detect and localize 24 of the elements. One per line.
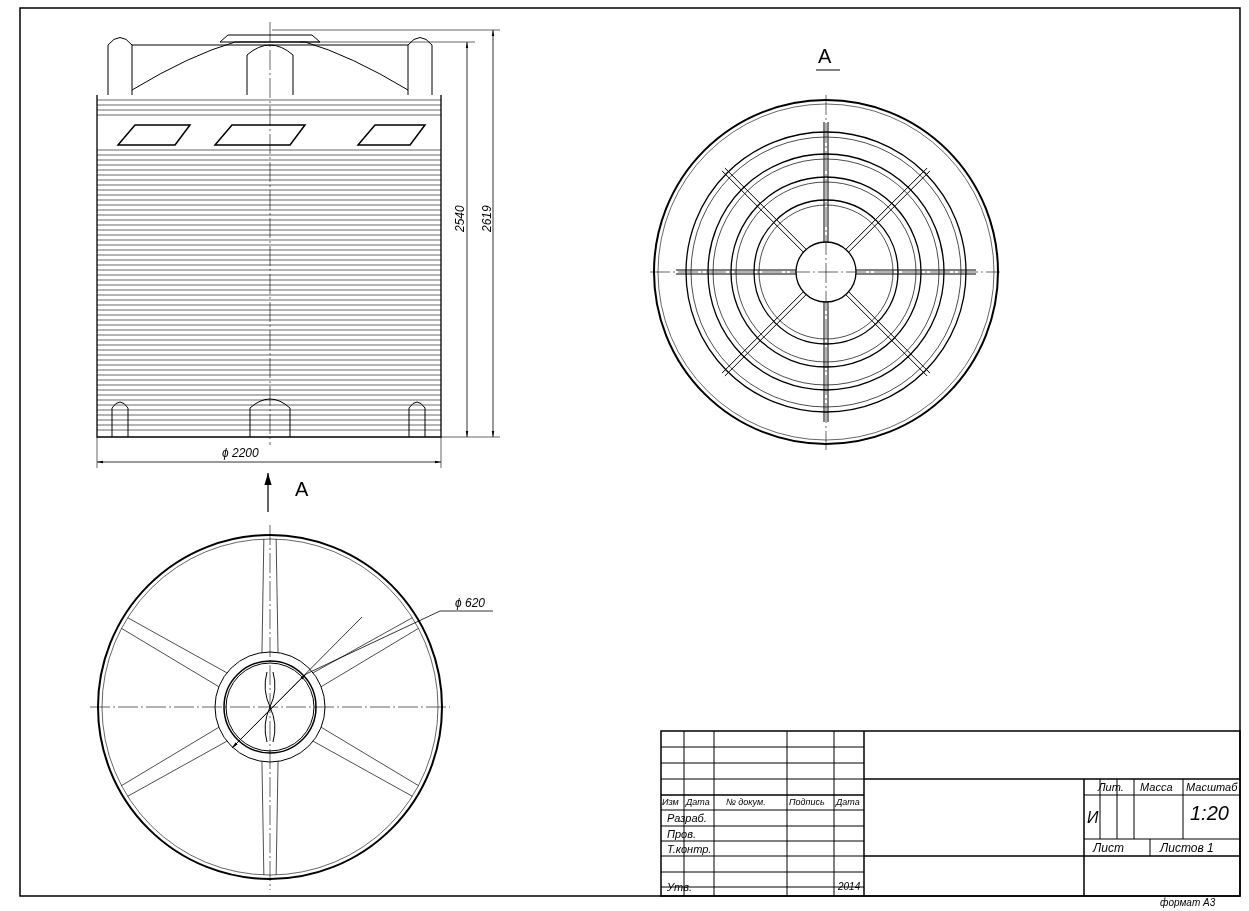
sheet-format-note: формат А3 xyxy=(1160,897,1216,909)
dimension-value: ϕ 2200 xyxy=(222,446,259,460)
column-header: Дата xyxy=(686,797,710,808)
column-header: Лист xyxy=(1093,841,1124,855)
column-header: Масштаб xyxy=(1186,781,1238,794)
column-header: Лит. xyxy=(1098,781,1124,794)
dimension-value: ϕ 620 xyxy=(455,596,486,610)
column-header: Дата xyxy=(836,797,860,808)
column-header: Листов 1 xyxy=(1160,841,1214,855)
view-label: А xyxy=(818,45,832,67)
row-header: Т.контр. xyxy=(667,843,712,856)
dimension-value: 2540 xyxy=(453,205,467,232)
row-header: Разраб. xyxy=(667,812,707,825)
row-header: Утв. xyxy=(667,881,692,894)
date-value: 2014 xyxy=(838,881,861,893)
scale-value: 1:20 xyxy=(1190,802,1229,824)
column-header: № докум. xyxy=(726,797,766,808)
letter-value: И xyxy=(1087,809,1099,827)
dimension-value: 2619 xyxy=(480,205,494,232)
row-header: Пров. xyxy=(667,828,696,841)
column-header: Масса xyxy=(1140,781,1173,794)
column-header: Изм xyxy=(662,797,679,808)
column-header: Подпись xyxy=(789,797,825,808)
view-label: А xyxy=(295,478,309,500)
